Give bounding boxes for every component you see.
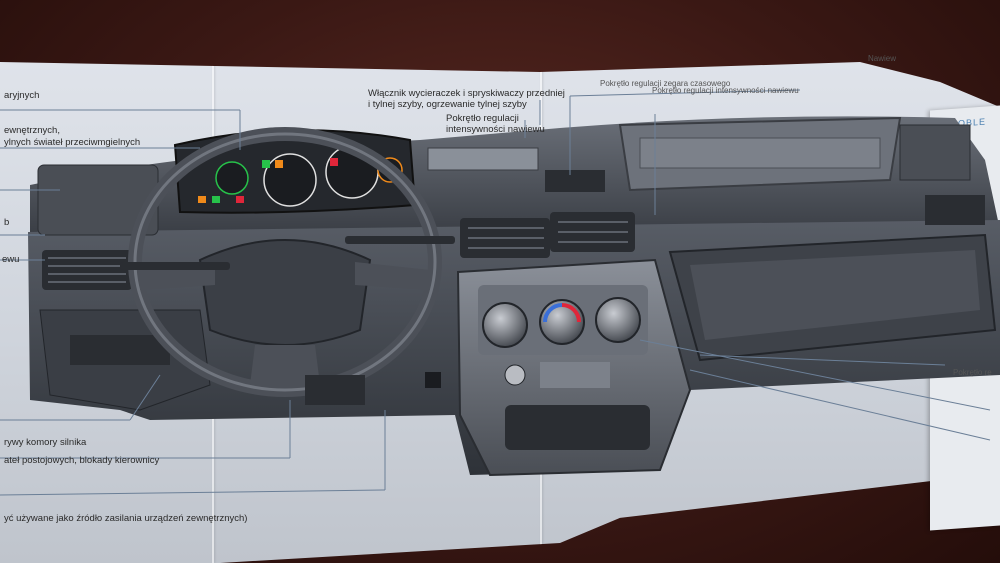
callout-lines	[0, 89, 991, 496]
label-top-right: Nawiew	[868, 54, 897, 63]
label-top-left-2: ewnętrznych,	[4, 125, 60, 136]
label-bottom-1: rywy komory silnika	[4, 437, 87, 448]
label-intensity-knob: Pokrętło regulacji intensywności nawiewu	[652, 86, 799, 95]
right-speaker	[899, 124, 985, 225]
lighter-and-storage	[504, 362, 650, 450]
label-airflow-1: Pokrętło regulacji	[446, 113, 519, 124]
label-left-ewu: ewu	[2, 254, 20, 265]
label-clock-knob: Pokrętło regulacji zegara czasowego	[600, 79, 731, 88]
glovebox	[668, 233, 997, 362]
label-wiper-2: i tylnej szyby, ogrzewanie tylnej szyby	[368, 99, 527, 110]
heater-knobs	[482, 297, 641, 348]
left-air-vent	[42, 250, 132, 290]
label-bottom-3: yć używane jako źródło zasilania urządze…	[4, 513, 248, 524]
label-top-left-1: aryjnych	[4, 90, 40, 101]
column-and-pedal-area	[305, 372, 441, 405]
center-air-vents	[460, 212, 635, 258]
label-airflow-2: intensywności nawiewu	[446, 124, 545, 135]
label-bottom-2: ateł postojowych, blokady kierownicy	[4, 455, 160, 466]
steering-wheel	[120, 127, 455, 397]
label-left-b: b	[4, 217, 10, 228]
label-wiper-1: Włącznik wycieraczek i spryskiwaczy prze…	[368, 88, 565, 99]
label-top-left-3: ylnych świateł przeciwmgielnych	[4, 137, 141, 148]
clock-display	[427, 147, 605, 192]
instrument-cluster	[173, 129, 417, 214]
label-right-low: Pokrętło re	[953, 368, 992, 377]
